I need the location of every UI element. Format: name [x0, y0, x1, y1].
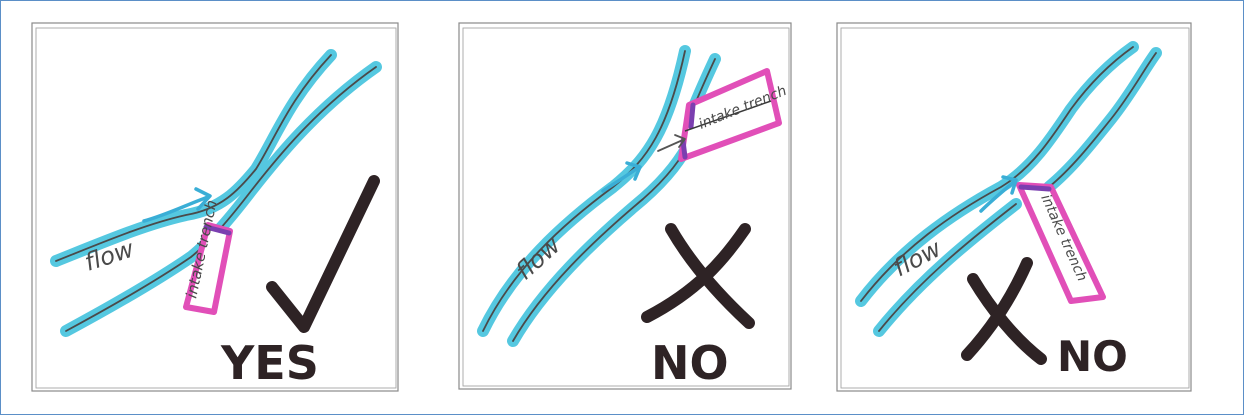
check-mark-icon [272, 181, 374, 327]
panel-2-drawing: intake trench flow NO [453, 19, 833, 397]
trench-opening [1021, 187, 1049, 189]
river-bank-upper [56, 55, 331, 261]
panel-no-2: intake trench flow NO [831, 19, 1211, 397]
flow-label: flow [81, 235, 137, 277]
trench-opening-lower [683, 141, 685, 157]
verdict-label: NO [1057, 332, 1128, 381]
verdict-label: YES [220, 336, 319, 390]
panel-no-1: intake trench flow NO [453, 19, 833, 397]
sketch-frame [459, 23, 791, 389]
river-bank-upper-line [56, 55, 331, 261]
verdict-label: NO [651, 336, 729, 390]
panel-yes: intake trench flow YES [26, 19, 406, 397]
panel-3-drawing: intake trench flow NO [831, 19, 1211, 397]
trench-opening [691, 105, 693, 127]
panel-1-drawing: intake trench flow YES [26, 19, 406, 397]
